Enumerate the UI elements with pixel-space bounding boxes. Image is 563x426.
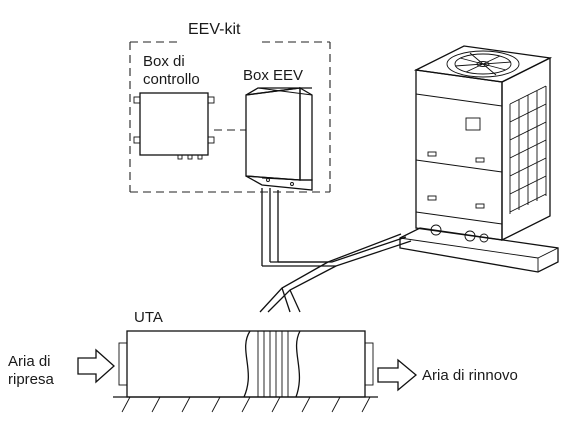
return-air-label-line1: Aria di [8,353,51,370]
uta-label: UTA [134,309,163,326]
outdoor-unit [399,45,559,273]
eev-box-label: Box EEV [243,67,303,84]
return-air-arrow [77,348,115,384]
fresh-air-label: Aria di rinnovo [422,367,518,384]
control-box-label-line1: Box di [143,53,185,70]
floor-hatching [113,396,378,413]
control-box [133,92,215,160]
eev-box [245,86,313,191]
fresh-air-arrow [377,358,418,392]
control-box-label-line2: controllo [143,71,200,88]
eev-kit-label: EEV-kit [188,21,241,38]
air-handling-unit [118,330,374,398]
refrigerant-piping [259,188,412,313]
return-air-label-line2: ripresa [8,371,55,388]
